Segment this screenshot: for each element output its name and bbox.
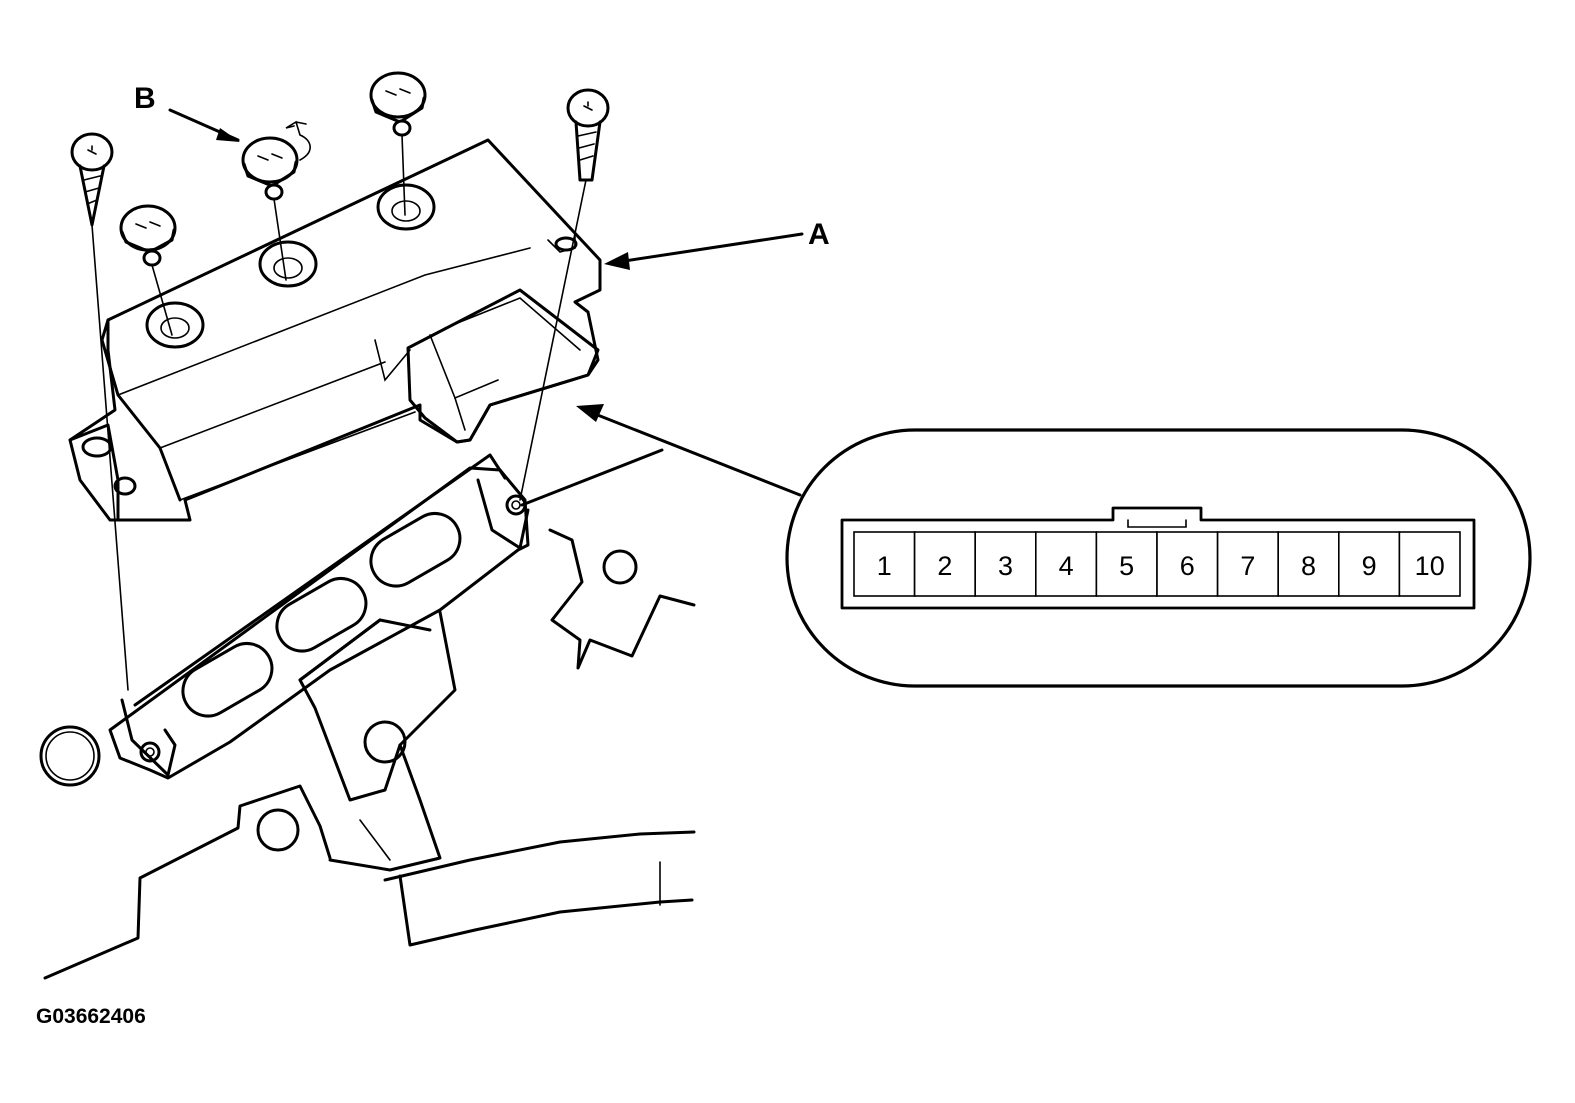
pin-label-6: 6	[1180, 551, 1195, 581]
pin-cell-4	[1035, 531, 1098, 597]
pin-label-2: 2	[937, 551, 952, 581]
pin-label-7: 7	[1240, 551, 1255, 581]
screw-right	[519, 88, 610, 501]
pin-cell-2	[913, 531, 976, 597]
screw-left	[70, 132, 129, 691]
pin-cell-6	[1156, 531, 1219, 597]
connector-outline	[840, 506, 1476, 610]
pin-label-1: 1	[877, 551, 892, 581]
connector-detail-frame	[785, 428, 1532, 688]
pin-label-8: 8	[1301, 551, 1316, 581]
control-unit	[68, 138, 602, 522]
pin-cell-3	[974, 531, 1037, 597]
pin-label-3: 3	[998, 551, 1013, 581]
pin-cell-10	[1398, 531, 1461, 597]
pin-cell-8	[1277, 531, 1340, 597]
connector-detail: 1 2 3 4 5 6 7 8 9 10	[785, 428, 1532, 688]
connector-pins: 1 2 3 4 5 6 7 8 9 10	[853, 531, 1461, 597]
bolt-3	[369, 71, 427, 216]
pin-label-10: 10	[1415, 551, 1445, 581]
callout-label-a: A	[808, 218, 830, 251]
pin-label-9: 9	[1362, 551, 1377, 581]
pin-cell-5	[1095, 531, 1158, 597]
bolt-b	[241, 120, 311, 281]
pin-label-4: 4	[1059, 551, 1074, 581]
figure-code: G03662406	[36, 1005, 146, 1028]
callout-leaders	[168, 108, 804, 497]
pin-cell-1	[853, 531, 916, 597]
callout-label-b: B	[134, 82, 156, 115]
mounting-bracket	[108, 453, 530, 872]
pin-label-5: 5	[1119, 551, 1134, 581]
fasteners	[70, 71, 610, 691]
bolt-1	[119, 204, 177, 336]
